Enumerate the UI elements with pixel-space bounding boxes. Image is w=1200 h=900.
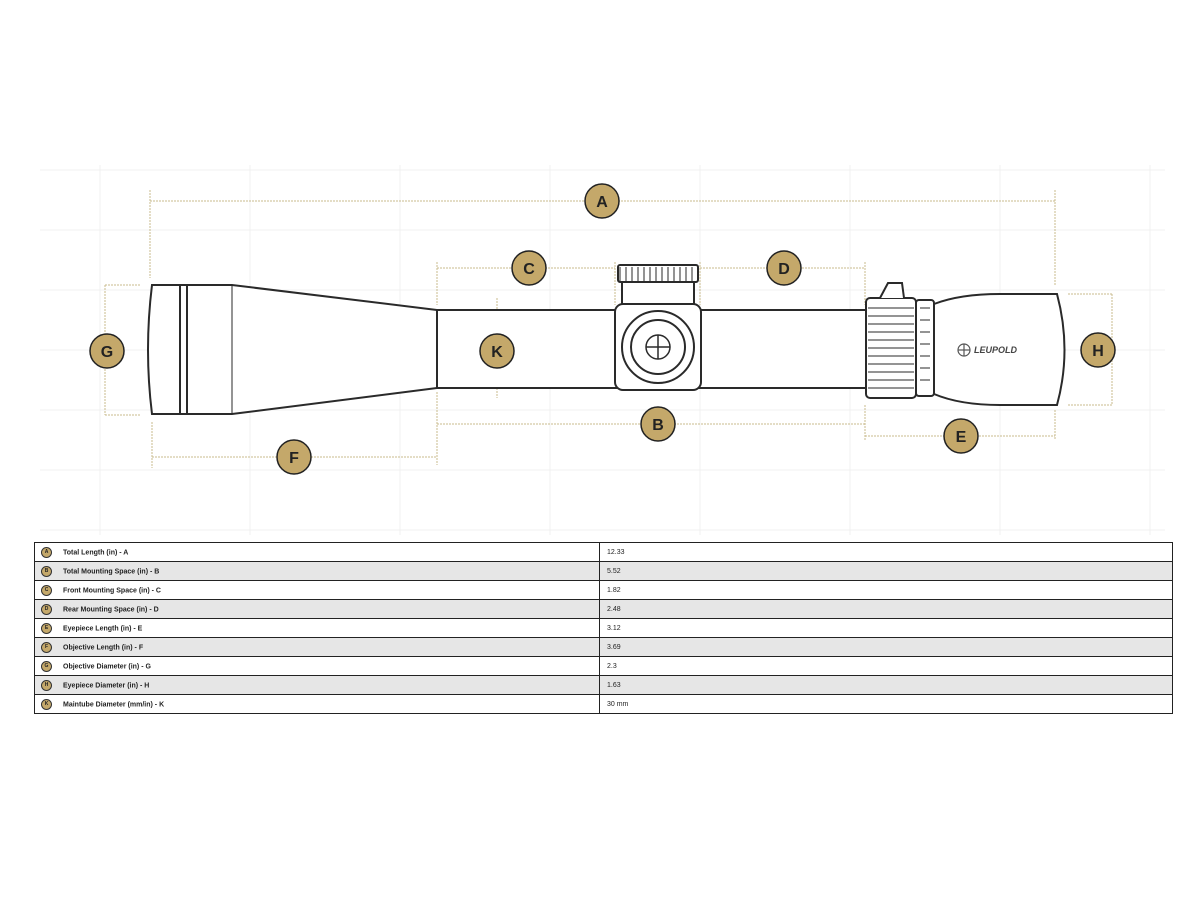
letter-badge: E — [41, 622, 52, 634]
spec-value: 1.63 — [599, 675, 1173, 695]
spec-value: 30 mm — [599, 694, 1173, 714]
throw-lever — [879, 282, 905, 299]
spec-label: Front Mounting Space (in) - C — [63, 586, 161, 594]
spec-value: 5.52 — [599, 561, 1173, 581]
spec-label: Total Length (in) - A — [63, 548, 129, 556]
letter-badge: F — [41, 641, 52, 653]
svg-text:K: K — [491, 344, 503, 361]
spec-value: 12.33 — [599, 542, 1173, 562]
spec-label: Rear Mounting Space (in) - D — [63, 605, 159, 613]
objective-bell — [147, 284, 438, 415]
letter-badge: C — [41, 584, 52, 596]
rifle-scope-outline — [147, 264, 1066, 415]
spec-value: 3.12 — [599, 618, 1173, 638]
letter-badge: B — [41, 565, 52, 577]
knurling — [619, 267, 930, 389]
brand-logo-icon — [957, 343, 971, 357]
letter-badge: A — [41, 546, 52, 558]
spec-label: Eyepiece Length (in) - E — [63, 624, 143, 632]
table-row: B Total Mounting Space (in) - B 5.52 — [34, 561, 1173, 581]
specifications-table: A Total Length (in) - A 12.33 B Total Moun… — [34, 542, 1173, 714]
svg-text:B: B — [652, 417, 664, 434]
spec-label: Maintube Diameter (mm/in) - K — [63, 700, 165, 708]
callout-c: C — [511, 250, 547, 286]
letter-badge: K — [41, 698, 52, 710]
callout-a: A — [584, 183, 620, 219]
svg-text:F: F — [289, 450, 299, 467]
spec-value: 2.3 — [599, 656, 1173, 676]
table-row: G Objective Diameter (in) - G 2.3 — [34, 656, 1173, 676]
svg-text:D: D — [778, 261, 790, 278]
table-row: E Eyepiece Length (in) - E 3.12 — [34, 618, 1173, 638]
brand-name: LEUPOLD — [974, 345, 1018, 355]
letter-badge: D — [41, 603, 52, 615]
callout-k: K — [479, 333, 515, 369]
svg-text:C: C — [523, 261, 535, 278]
scope-dimension-diagram: LEUPOLD A C D G K H B E F — [40, 165, 1165, 535]
callout-d: D — [766, 250, 802, 286]
callout-h: H — [1080, 332, 1116, 368]
elevation-turret-base — [621, 279, 695, 305]
svg-text:H: H — [1092, 343, 1104, 360]
table-row: D Rear Mounting Space (in) - D 2.48 — [34, 599, 1173, 619]
spec-value: 3.69 — [599, 637, 1173, 657]
callout-f: F — [276, 439, 312, 475]
svg-text:G: G — [101, 344, 113, 361]
table-row: F Objective Length (in) - F 3.69 — [34, 637, 1173, 657]
spec-value: 2.48 — [599, 599, 1173, 619]
letter-badge: G — [41, 660, 52, 672]
callout-e: E — [943, 418, 979, 454]
spec-label: Total Mounting Space (in) - B — [63, 567, 160, 575]
table-row: K Maintube Diameter (mm/in) - K 30 mm — [34, 694, 1173, 714]
callout-g: G — [89, 333, 125, 369]
leupold-reticle-logo — [645, 334, 671, 360]
table-row: C Front Mounting Space (in) - C 1.82 — [34, 580, 1173, 600]
svg-text:A: A — [596, 194, 608, 211]
spec-value: 1.82 — [599, 580, 1173, 600]
spec-label: Objective Diameter (in) - G — [63, 662, 151, 670]
callout-b: B — [640, 406, 676, 442]
spec-label: Objective Length (in) - F — [63, 643, 144, 651]
table-row: H Eyepiece Diameter (in) - H 1.63 — [34, 675, 1173, 695]
spec-label: Eyepiece Diameter (in) - H — [63, 681, 150, 689]
eyepiece-ring — [915, 299, 935, 397]
eyepiece — [933, 293, 1066, 406]
table-row: A Total Length (in) - A 12.33 — [34, 542, 1173, 562]
letter-badge: H — [41, 679, 52, 691]
svg-text:E: E — [956, 429, 967, 446]
